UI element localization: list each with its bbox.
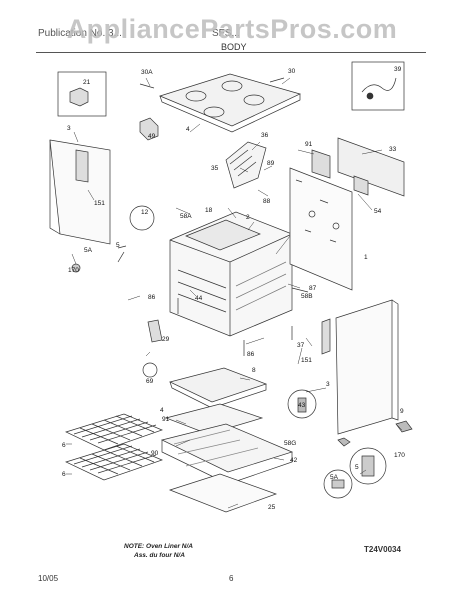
part-callout-5a: 5A: [330, 474, 339, 481]
left-side-panel: [49, 139, 111, 245]
part-callout-4: 4: [186, 126, 190, 133]
back-panel: [289, 167, 353, 291]
part-callout-5: 5: [116, 242, 120, 249]
part-callout-25: 25: [268, 504, 276, 511]
part-callout-5: 5: [355, 464, 359, 471]
watermark-logo: AppliancePartsPros.com: [66, 14, 398, 44]
part-callout-9: 9: [400, 408, 404, 415]
part-callout-49: 49: [148, 133, 156, 140]
part-callout-8: 8: [252, 367, 256, 374]
part-callout-39: 39: [394, 66, 402, 73]
part-callout-87: 87: [309, 285, 317, 292]
model-number: SFS...: [212, 28, 240, 39]
oven-rack-lower: [65, 443, 163, 481]
part-callout-36: 36: [261, 132, 269, 139]
part-callout-6: 6: [62, 471, 66, 478]
part-callout-91: 91: [305, 141, 313, 148]
note-line-1: NOTE: Oven Liner N/A: [124, 543, 193, 550]
part-callout-3: 3: [67, 125, 71, 132]
part-callout-3: 3: [326, 381, 330, 388]
part-callout-90: 90: [151, 450, 159, 457]
part-callout-5a: 5A: [84, 247, 93, 254]
part-callout-151: 151: [301, 357, 312, 364]
part-callout-2: 2: [246, 214, 250, 221]
figure-code: T24V0034: [364, 545, 401, 554]
part-callout-58g: 58G: [284, 440, 296, 447]
footer-date: 10/05: [38, 574, 59, 583]
part-callout-170: 170: [68, 267, 79, 274]
part-callout-151: 151: [94, 200, 105, 207]
footer-page-number: 6: [229, 574, 234, 583]
part-callout-6: 6: [62, 442, 66, 449]
header-rule: [36, 52, 426, 53]
part-callout-86: 86: [247, 351, 255, 358]
back-cover: [337, 137, 405, 197]
right-side-panel: [335, 299, 393, 435]
part-callout-30: 30: [288, 68, 296, 75]
section-title: BODY: [221, 42, 247, 52]
part-callout-58b: 58B: [301, 293, 313, 300]
part-callout-37: 37: [297, 342, 305, 349]
publication-number: Publication No. 3...: [38, 28, 122, 39]
part-callout-86: 86: [148, 294, 156, 301]
part-callout-1: 1: [364, 254, 368, 261]
oven-rack-upper: [65, 413, 163, 451]
part-callout-44: 44: [195, 295, 203, 302]
part-callout-33: 33: [389, 146, 397, 153]
part-callout-29: 29: [162, 336, 170, 343]
part-callout-18: 18: [205, 207, 213, 214]
top-panel: [158, 73, 301, 127]
inset-box-21: [57, 71, 107, 117]
part-callout-21: 21: [83, 79, 91, 86]
part-callout-89: 89: [267, 160, 275, 167]
part-callout-58a: 58A: [180, 213, 192, 220]
part-callout-170: 170: [394, 452, 405, 459]
inset-box-39: [351, 61, 405, 111]
oven-cavity: [169, 211, 293, 337]
part-callout-30a: 30A: [141, 69, 153, 76]
part-callout-88: 88: [263, 198, 271, 205]
part-callout-69: 69: [146, 378, 154, 385]
detail-circle-12: [129, 205, 155, 231]
part-callout-91: 91: [162, 416, 170, 423]
storage-drawer: [160, 423, 294, 473]
part-callout-43: 43: [298, 402, 306, 409]
part-callout-42: 42: [290, 457, 298, 464]
note-line-2: Ass. du four N/A: [134, 552, 185, 559]
part-callout-54: 54: [374, 208, 382, 215]
part-callout-12: 12: [141, 209, 149, 216]
part-callout-4: 4: [160, 407, 164, 414]
part-callout-35: 35: [211, 165, 219, 172]
